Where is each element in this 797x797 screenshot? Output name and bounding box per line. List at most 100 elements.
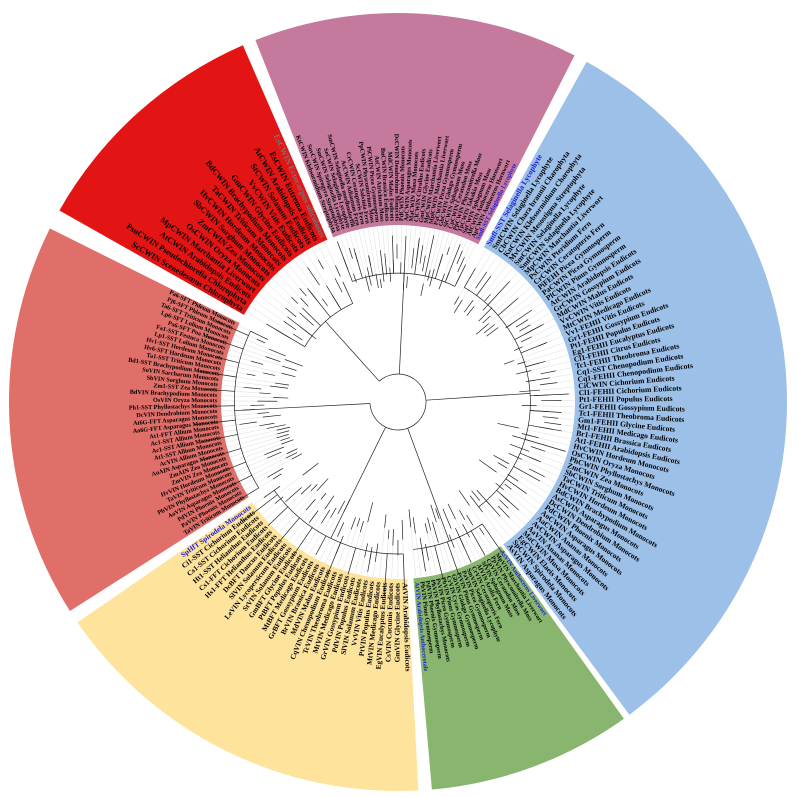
internal-branch: [497, 297, 519, 316]
terminal-branch: [320, 492, 327, 500]
internal-branch: [291, 527, 313, 558]
leaf-guide-line: [531, 324, 557, 337]
internal-branch: [205, 389, 235, 392]
internal-branch: [470, 530, 486, 556]
root-arc: [369, 373, 427, 431]
leaf-guide-line: [444, 236, 459, 275]
leaf-guide-line: [382, 226, 385, 254]
terminal-branch: [497, 423, 519, 429]
internal-branch: [280, 517, 300, 541]
green-clade-sector: [413, 546, 624, 790]
terminal-branch: [263, 485, 281, 498]
leaf-guide-line: [413, 226, 417, 249]
terminal-branch: [239, 421, 257, 425]
terminal-branch: [519, 324, 531, 332]
terminal-branch: [272, 473, 282, 480]
internal-branch: [367, 551, 372, 572]
pink-clade-stem: [401, 273, 405, 319]
internal-branch: [201, 434, 238, 443]
blue-clade-sector: [483, 61, 787, 715]
leaf-guide-line: [507, 468, 549, 494]
terminal-branch: [493, 454, 510, 465]
internal-branch: [403, 235, 407, 274]
terminal-branch: [299, 312, 314, 326]
terminal-branch: [542, 416, 559, 419]
internal-branch: [506, 309, 533, 328]
leaf-guide-line: [522, 330, 559, 348]
leaf-guide-line: [400, 226, 402, 263]
terminal-branch: [285, 307, 297, 318]
leaf-guide-line: [340, 235, 354, 274]
leaf-guide-line: [238, 453, 287, 477]
internal-branch: [459, 536, 472, 563]
terminal-branch: [516, 370, 532, 375]
internal-branch: [337, 241, 353, 282]
terminal-branch: [459, 509, 466, 521]
internal-branch: [267, 506, 289, 526]
leaf-guide-line: [282, 268, 300, 289]
backbone-branch: [355, 354, 380, 382]
terminal-branch: [263, 372, 275, 376]
leaf-guide-line: [250, 306, 294, 335]
internal-branch: [514, 323, 544, 340]
terminal-branch: [365, 275, 370, 292]
leaf-guide-line: [486, 256, 498, 273]
green-clade-stem: [433, 498, 450, 542]
leaf-label: Pt1-FEHII Populus Eudicots: [579, 394, 673, 404]
terminal-branch: [420, 283, 424, 296]
terminal-branch: [507, 473, 519, 482]
terminal-branch: [310, 484, 318, 492]
terminal-branch: [447, 503, 456, 520]
terminal-branch: [359, 521, 364, 533]
leaf-guide-line: [254, 497, 264, 505]
leaf-guide-line: [472, 525, 490, 553]
salmon-clade-stem: [234, 407, 280, 411]
terminal-branch: [334, 278, 343, 293]
terminal-branch: [335, 265, 341, 277]
leaf-guide-line: [430, 230, 440, 270]
terminal-branch: [499, 499, 509, 509]
leaf-guide-line: [536, 405, 574, 407]
internal-branch: [236, 487, 259, 502]
internal-branch: [266, 323, 305, 348]
leaf-guide-line: [442, 233, 450, 256]
leaf-guide-line: [223, 380, 270, 387]
internal-branch: [530, 393, 569, 397]
terminal-branch: [305, 498, 316, 511]
terminal-branch: [274, 496, 284, 504]
terminal-branch: [430, 504, 437, 523]
terminal-branch: [419, 245, 424, 264]
terminal-branch: [478, 307, 493, 322]
terminal-branch: [504, 483, 512, 490]
terminal-branch: [475, 271, 487, 289]
red-clade-stem: [325, 321, 356, 356]
terminal-branch: [521, 433, 539, 439]
terminal-branch: [284, 359, 303, 367]
leaf-guide-line: [545, 451, 565, 459]
leaf-guide-line: [428, 560, 432, 575]
leaf-label: Gr1-FEHII Gossypium Eudicots: [579, 402, 685, 414]
terminal-branch: [540, 370, 556, 375]
blue-clade-arc: [464, 287, 531, 508]
leaf-label: DcVIN Dendrobium Monocots: [136, 408, 218, 419]
internal-branch: [205, 335, 244, 350]
backbone-branch: [407, 428, 435, 499]
terminal-branch: [266, 424, 286, 429]
leaf-guide-line: [360, 557, 365, 575]
internal-branch: [434, 253, 444, 279]
tree-branches: [193, 235, 569, 597]
terminal-branch: [454, 296, 460, 305]
yellow-clade-stem: [330, 497, 351, 539]
leaf-guide-line: [223, 424, 240, 427]
internal-branch: [519, 452, 542, 463]
terminal-branch: [471, 490, 481, 501]
internal-branch: [193, 419, 236, 426]
terminal-branch: [375, 273, 379, 288]
leaf-guide-line: [391, 545, 394, 578]
internal-branch: [242, 494, 278, 522]
leaf-guide-line: [427, 533, 437, 574]
terminal-branch: [508, 453, 523, 460]
leaf-guide-lines: [222, 226, 574, 579]
leaf-guide-line: [354, 522, 368, 573]
